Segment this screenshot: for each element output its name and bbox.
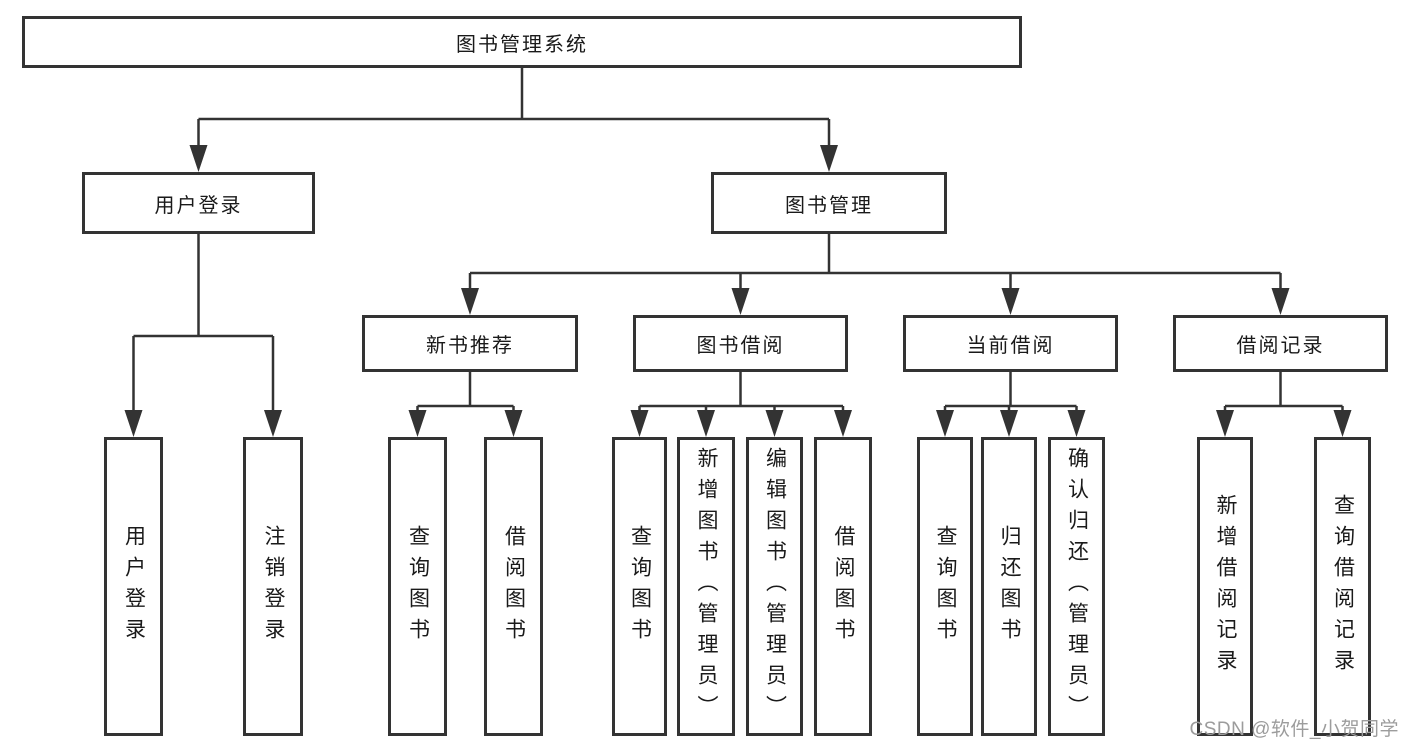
node-new-book-recommend: 新书推荐	[362, 315, 578, 372]
node-current-borrow: 当前借阅	[903, 315, 1118, 372]
leaf-add-borrow-record: 新增借阅记录	[1197, 437, 1253, 736]
leaf-user-login: 用户登录	[104, 437, 163, 736]
leaf-borrow-books-label: 借阅图书	[832, 524, 855, 649]
csdn-watermark: CSDN @软件_小贺同学	[1189, 719, 1399, 740]
leaf-edit-books-admin: 编辑图书（管理员）	[746, 437, 803, 736]
arrowheads-current-borrow	[936, 410, 1086, 437]
leaf-query-borrow-record: 查询借阅记录	[1314, 437, 1371, 736]
node-borrow-records: 借阅记录	[1173, 315, 1388, 372]
leaf-logout: 注销登录	[243, 437, 303, 736]
node-new-book-recommend-label: 新书推荐	[426, 335, 514, 357]
leaf-confirm-return-admin: 确认归还（管理员）	[1048, 437, 1105, 736]
leaf-query-books-current: 查询图书	[917, 437, 973, 736]
arrowheads-book-borrow	[630, 410, 852, 437]
arrowheads-level2	[189, 145, 838, 172]
leaf-confirm-return-admin-label: 确认归还（管理员）	[1065, 447, 1089, 726]
leaf-query-borrow-record-label: 查询借阅记录	[1331, 493, 1355, 680]
node-book-management-label: 图书管理	[785, 194, 873, 217]
leaf-add-borrow-record-label: 新增借阅记录	[1214, 493, 1237, 680]
node-book-management: 图书管理	[711, 172, 947, 234]
connector-user-login	[132, 234, 275, 414]
leaf-return-books-label: 归还图书	[998, 524, 1021, 649]
node-root-label: 图书管理系统	[456, 33, 588, 56]
leaf-query-books-recommend-label: 查询图书	[406, 524, 430, 649]
node-current-borrow-label: 当前借阅	[966, 335, 1055, 357]
leaf-borrow-books: 借阅图书	[814, 437, 872, 736]
arrowheads-new-book-recommend	[408, 410, 523, 437]
arrowheads-borrow-records	[1216, 410, 1352, 437]
leaf-user-login-label: 用户登录	[122, 524, 146, 649]
leaf-add-books-admin-label: 新增图书（管理员）	[695, 447, 718, 726]
leaf-query-books-borrow-label: 查询图书	[628, 524, 652, 649]
connector-borrow-records	[1223, 372, 1344, 414]
node-book-borrow-label: 图书借阅	[696, 335, 785, 357]
connector-current-borrow	[943, 372, 1078, 414]
leaf-return-books: 归还图书	[981, 437, 1037, 736]
leaf-query-books-borrow: 查询图书	[612, 437, 667, 736]
node-user-login: 用户登录	[82, 172, 315, 234]
connector-root-to-level2	[197, 68, 831, 147]
arrowheads-level3	[461, 288, 1290, 315]
connector-book-management	[468, 234, 1282, 292]
leaf-borrow-books-recommend: 借阅图书	[484, 437, 543, 736]
leaf-add-books-admin: 新增图书（管理员）	[677, 437, 735, 736]
connector-new-book-recommend	[416, 372, 515, 414]
node-user-login-label: 用户登录	[154, 194, 243, 217]
leaf-query-books-recommend: 查询图书	[388, 437, 447, 736]
node-root: 图书管理系统	[22, 16, 1022, 68]
connector-book-borrow	[638, 372, 845, 414]
arrowheads-user-login	[124, 410, 282, 437]
leaf-edit-books-admin-label: 编辑图书（管理员）	[763, 447, 787, 726]
leaf-query-books-current-label: 查询图书	[934, 524, 957, 649]
node-book-borrow: 图书借阅	[633, 315, 848, 372]
leaf-borrow-books-recommend-label: 借阅图书	[502, 524, 526, 649]
leaf-logout-label: 注销登录	[262, 524, 285, 649]
node-borrow-records-label: 借阅记录	[1236, 335, 1325, 357]
